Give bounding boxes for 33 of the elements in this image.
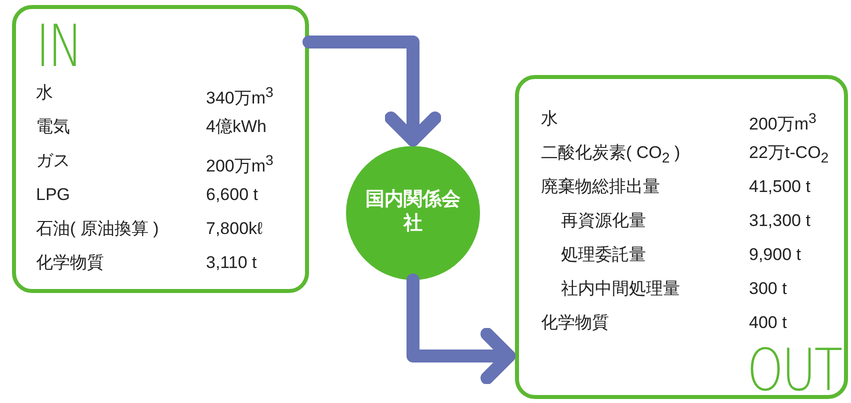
item-value: 6,600 t [206,185,258,205]
item-label: 電気 [36,117,70,137]
circle-label: 国内関係会社 [364,188,462,236]
item-label: 再資源化量 [561,211,646,231]
item-label: LPG [36,185,70,205]
item-label: 水 [36,83,53,103]
item-value: 9,900 t [749,245,801,265]
item-label: 処理委託量 [561,245,646,265]
item-label: 二酸化炭素( CO$_{2}$ ) [541,143,680,168]
item-value: 400 t [749,313,787,333]
item-value: 300 t [749,279,787,299]
item-value: 200万m$^{3}$ [206,152,274,177]
item-label: ガス [36,151,70,171]
flow-box [515,75,848,399]
arrow [302,36,442,146]
box-heading: IN [36,17,82,75]
item-value: 340万m$^{3}$ [206,84,274,109]
flow-box [12,5,309,293]
item-value: 41,500 t [749,177,810,197]
item-label: 社内中間処理量 [561,279,680,299]
item-value: 200万m$^{3}$ [749,110,816,135]
item-label: 化学物質 [541,313,609,333]
arrow [406,274,516,384]
item-label: 石油( 原油換算 ) [36,219,159,239]
item-value: 3,110 t [206,253,257,273]
item-label: 水 [541,109,558,129]
item-value: 22万t-CO$_{2}$ [749,143,829,168]
item-value: 4億kWh [206,117,266,137]
box-heading: OUT [747,341,842,399]
item-label: 化学物質 [36,253,104,273]
item-value: 31,300 t [749,211,810,231]
item-value: 7,800kℓ [206,219,263,239]
item-label: 廃棄物総排出量 [541,177,660,197]
